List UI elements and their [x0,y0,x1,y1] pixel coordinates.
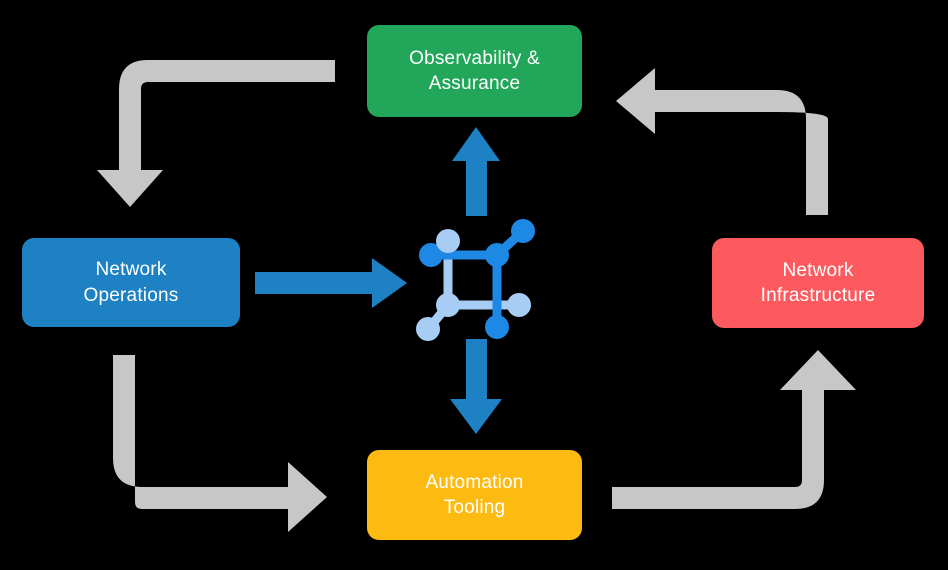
topology-node-top [436,229,460,253]
node-box-automation-tooling[interactable]: Automation Tooling [367,450,582,540]
node-label-network-operations: Network Operations [83,259,179,306]
node-label-observability: Observability & Assurance [409,47,540,94]
node-label-automation-tooling: Automation Tooling [425,471,524,518]
topology-node-top-right [511,219,535,243]
topology-node-bottom [485,315,509,339]
topology-node-left [419,243,443,267]
node-box-network-infrastructure[interactable]: Network Infrastructure [712,238,924,328]
node-label-network-infrastructure: Network Infrastructure [760,259,876,306]
node-box-observability[interactable]: Observability & Assurance [367,25,582,117]
elbow-arrow-right-icon [113,355,327,532]
topology-node-right [507,293,531,317]
arrow-down-icon [450,339,502,434]
elbow-arrow-left-icon [616,68,828,215]
arrow-up-icon [452,127,500,216]
elbow-arrow-down-icon [97,60,335,207]
arrow-right-icon [255,258,407,308]
elbow-arrow-up-icon [612,350,856,509]
topology-node-bottom-left [416,317,440,341]
network-topology-icon [416,219,535,341]
topology-node-mid-left [436,293,460,317]
topology-node-hub [485,243,509,267]
node-box-network-operations[interactable]: Network Operations [22,238,240,327]
